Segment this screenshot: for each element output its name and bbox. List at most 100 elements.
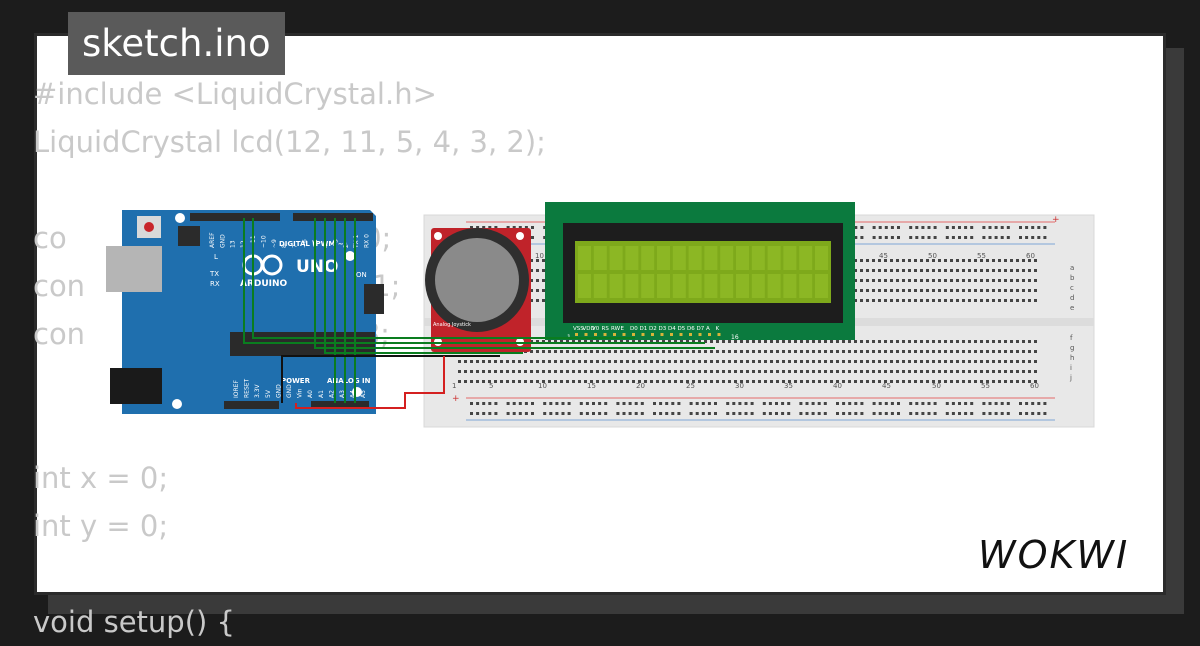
breadboard-hole[interactable] [506, 402, 510, 405]
breadboard-hole[interactable] [476, 370, 479, 373]
breadboard-hole[interactable] [926, 370, 929, 373]
breadboard-hole[interactable] [653, 402, 656, 405]
breadboard-hole[interactable] [921, 402, 925, 405]
breadboard-hole[interactable] [968, 340, 971, 343]
breadboard-hole[interactable] [734, 370, 737, 373]
breadboard-hole[interactable] [805, 402, 809, 405]
breadboard-hole[interactable] [707, 412, 711, 415]
breadboard-hole[interactable] [992, 299, 995, 302]
breadboard-hole[interactable] [620, 360, 623, 363]
breadboard-hole[interactable] [938, 380, 941, 383]
breadboard-hole[interactable] [982, 236, 986, 239]
breadboard-hole[interactable] [945, 412, 949, 415]
breadboard-hole[interactable] [464, 370, 467, 373]
breadboard-hole[interactable] [872, 269, 875, 272]
breadboard-hole[interactable] [722, 380, 725, 383]
breadboard-hole[interactable] [764, 370, 767, 373]
breadboard-hole[interactable] [842, 350, 845, 353]
breadboard-hole[interactable] [890, 360, 893, 363]
breadboard-hole[interactable] [1022, 350, 1025, 353]
breadboard-hole[interactable] [614, 350, 617, 353]
breadboard-hole[interactable] [830, 340, 833, 343]
breadboard-hole[interactable] [932, 279, 935, 282]
breadboard-hole[interactable] [665, 402, 669, 405]
breadboard-hole[interactable] [860, 340, 863, 343]
breadboard-hole[interactable] [584, 350, 587, 353]
breadboard-hole[interactable] [932, 360, 935, 363]
breadboard-hole[interactable] [488, 226, 492, 229]
breadboard-hole[interactable] [578, 370, 581, 373]
lcd-pin[interactable] [584, 333, 588, 336]
breadboard-hole[interactable] [998, 340, 1001, 343]
breadboard-hole[interactable] [1004, 350, 1007, 353]
breadboard-hole[interactable] [908, 340, 911, 343]
breadboard-hole[interactable] [866, 370, 869, 373]
breadboard-hole[interactable] [775, 412, 778, 415]
breadboard-hole[interactable] [722, 370, 725, 373]
breadboard-hole[interactable] [884, 380, 887, 383]
breadboard-hole[interactable] [644, 350, 647, 353]
breadboard-hole[interactable] [926, 340, 929, 343]
breadboard-hole[interactable] [1010, 279, 1013, 282]
breadboard-hole[interactable] [951, 402, 955, 405]
breadboard-hole[interactable] [1022, 259, 1025, 262]
lcd-pin[interactable] [603, 333, 607, 336]
breadboard-hole[interactable] [890, 299, 893, 302]
breadboard-hole[interactable] [812, 350, 815, 353]
breadboard-hole[interactable] [732, 412, 736, 415]
breadboard-hole[interactable] [950, 279, 953, 282]
breadboard-hole[interactable] [1010, 269, 1013, 272]
breadboard-hole[interactable] [836, 380, 839, 383]
breadboard-hole[interactable] [494, 380, 497, 383]
breadboard-hole[interactable] [782, 350, 785, 353]
breadboard-hole[interactable] [968, 289, 971, 292]
breadboard-hole[interactable] [671, 402, 675, 405]
breadboard-hole[interactable] [842, 360, 845, 363]
breadboard-hole[interactable] [738, 402, 742, 405]
breadboard-hole[interactable] [794, 370, 797, 373]
breadboard-hole[interactable] [933, 402, 937, 405]
breadboard-hole[interactable] [677, 412, 681, 415]
breadboard-hole[interactable] [1006, 402, 1010, 405]
breadboard-hole[interactable] [560, 360, 563, 363]
breadboard-hole[interactable] [854, 269, 857, 272]
breadboard-hole[interactable] [458, 360, 461, 363]
breadboard-hole[interactable] [992, 259, 995, 262]
breadboard-hole[interactable] [578, 360, 581, 363]
breadboard-hole[interactable] [650, 350, 653, 353]
breadboard-hole[interactable] [590, 370, 593, 373]
breadboard-hole[interactable] [470, 380, 473, 383]
breadboard-hole[interactable] [1004, 289, 1007, 292]
breadboard-hole[interactable] [542, 340, 545, 343]
breadboard-hole[interactable] [1025, 226, 1029, 229]
breadboard-hole[interactable] [716, 380, 719, 383]
breadboard-hole[interactable] [750, 402, 754, 405]
breadboard-hole[interactable] [1010, 380, 1013, 383]
breadboard-hole[interactable] [608, 380, 611, 383]
breadboard-hole[interactable] [632, 380, 635, 383]
breadboard-hole[interactable] [884, 236, 888, 239]
breadboard-hole[interactable] [872, 350, 875, 353]
breadboard-hole[interactable] [926, 259, 929, 262]
breadboard-hole[interactable] [788, 370, 791, 373]
breadboard-hole[interactable] [974, 299, 977, 302]
breadboard-hole[interactable] [974, 259, 977, 262]
breadboard-hole[interactable] [656, 380, 659, 383]
breadboard-hole[interactable] [524, 360, 527, 363]
breadboard-hole[interactable] [689, 412, 693, 415]
breadboard-hole[interactable] [782, 380, 785, 383]
breadboard-hole[interactable] [992, 289, 995, 292]
breadboard-hole[interactable] [823, 412, 827, 415]
breadboard-hole[interactable] [488, 370, 491, 373]
breadboard-hole[interactable] [602, 350, 605, 353]
breadboard-hole[interactable] [560, 340, 563, 343]
breadboard-hole[interactable] [860, 350, 863, 353]
breadboard-hole[interactable] [704, 340, 707, 343]
breadboard-hole[interactable] [980, 380, 983, 383]
breadboard-hole[interactable] [938, 289, 941, 292]
breadboard-hole[interactable] [482, 412, 486, 415]
breadboard-hole[interactable] [494, 402, 498, 405]
breadboard-hole[interactable] [854, 340, 857, 343]
breadboard-hole[interactable] [932, 370, 935, 373]
breadboard-hole[interactable] [823, 402, 827, 405]
